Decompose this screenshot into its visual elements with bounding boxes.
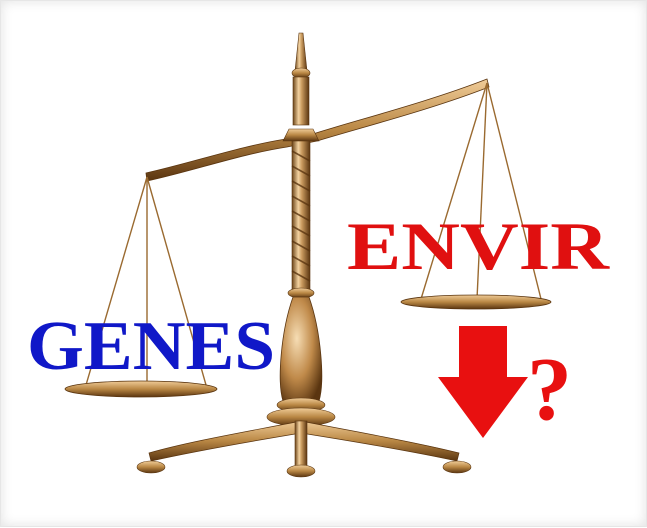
scale-base xyxy=(137,421,471,477)
genes-label: GENES xyxy=(27,308,275,385)
scale-beam xyxy=(146,79,489,181)
question-mark: ? xyxy=(527,340,572,439)
right-pan xyxy=(401,295,551,309)
arrow-down-icon xyxy=(438,326,528,438)
envir-label: ENVIR xyxy=(347,208,610,284)
scale-column xyxy=(267,33,335,426)
